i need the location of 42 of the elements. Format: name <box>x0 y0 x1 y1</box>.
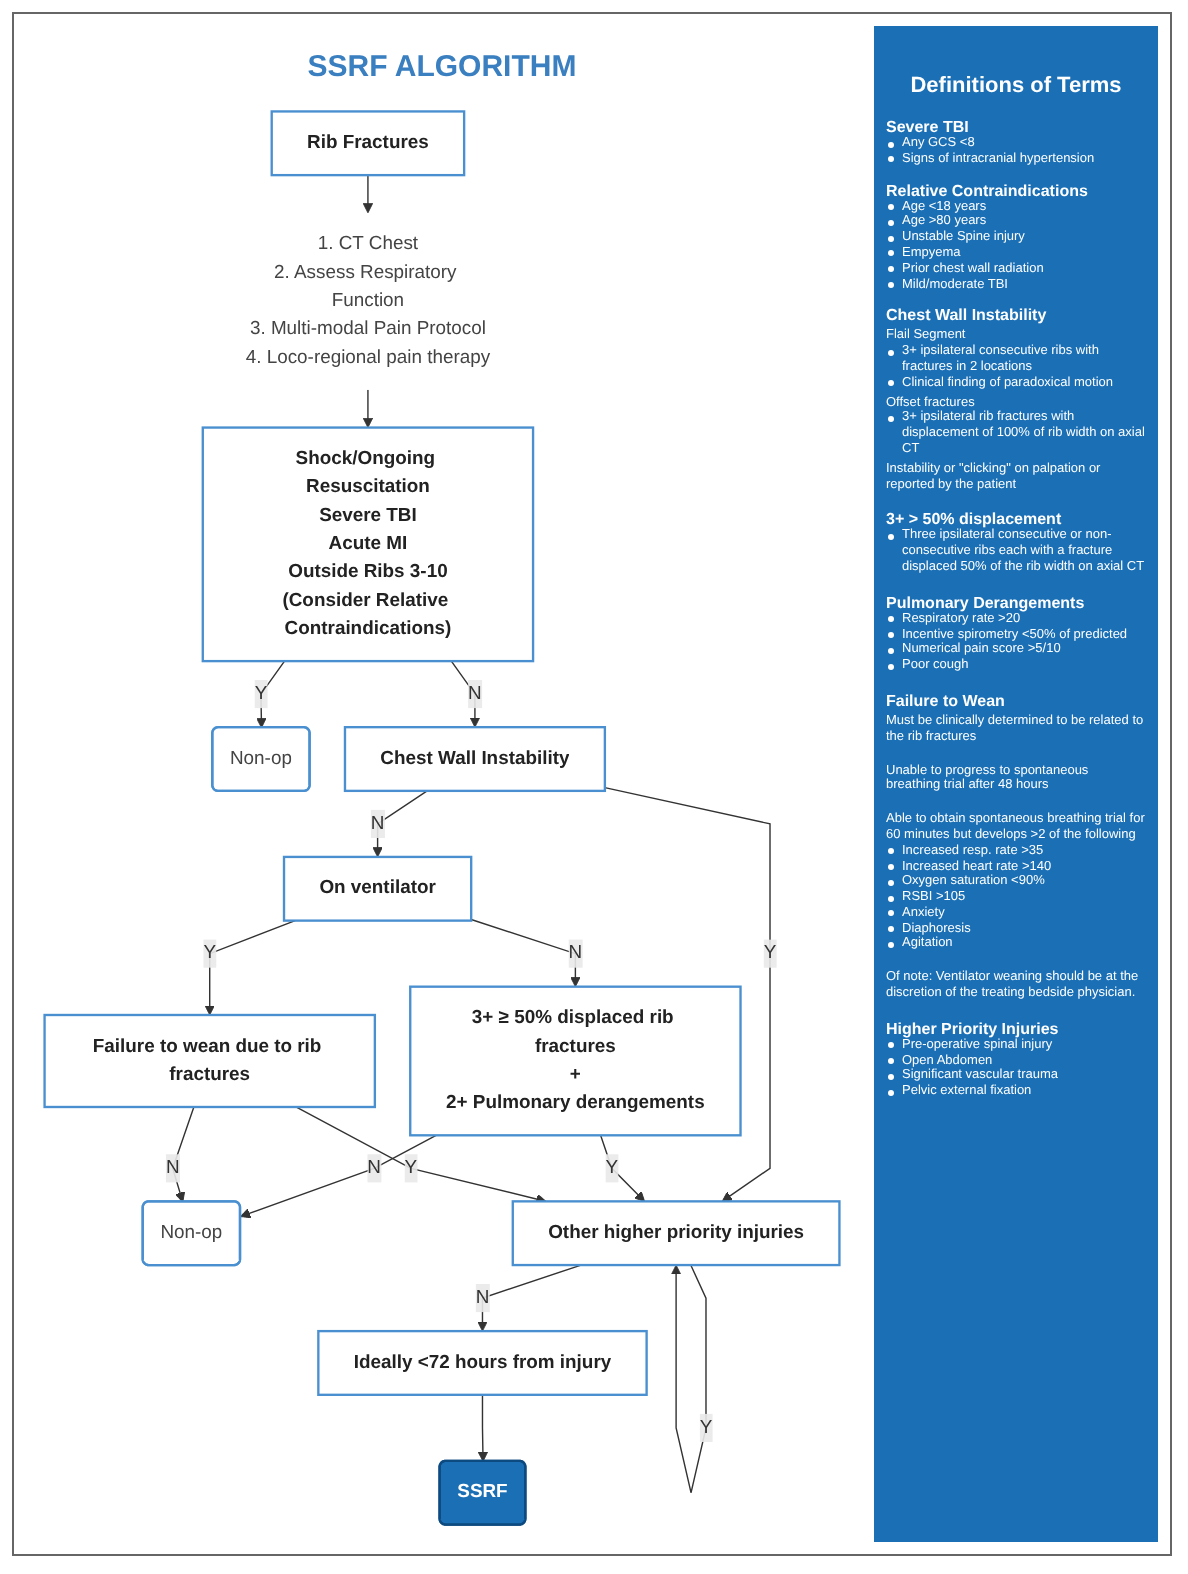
edge-label: Y <box>605 1157 619 1178</box>
arrow <box>599 1134 645 1202</box>
section-heading: Pulmonary Derangements <box>886 593 1087 612</box>
diagram-title: SSRF ALGORITHM <box>305 50 579 84</box>
edge-label: N <box>568 943 583 964</box>
edge-label: Y <box>203 943 217 964</box>
arrow <box>362 174 374 214</box>
edge-label: Y <box>254 683 268 704</box>
edge-label: N <box>468 683 482 704</box>
panel-heading: Definitions of Terms <box>908 74 1124 98</box>
arrow <box>372 790 428 858</box>
arrow <box>240 1134 437 1219</box>
edge-label: Y <box>763 943 777 964</box>
edge-label: N <box>370 813 385 834</box>
node-box: On ventilator <box>282 855 473 922</box>
edge-label: Y <box>699 1417 713 1438</box>
arrow <box>470 918 581 988</box>
arrow <box>670 1264 707 1494</box>
section-heading: Failure to Wean <box>886 691 1007 710</box>
node-box: 3+ ≥ 50% displaced rib fractures + 2+ Pulmonary derangements <box>409 985 742 1137</box>
node-box: Failure to wean due to rib fractures <box>43 1013 377 1109</box>
arrow <box>295 1106 547 1205</box>
node-box: Chest Wall Instability <box>343 726 607 793</box>
arrow <box>362 389 374 429</box>
section-heading: Chest Wall Instability <box>886 306 1049 325</box>
arrow <box>604 786 771 1202</box>
edge-label: N <box>475 1287 490 1308</box>
edge-label: N <box>165 1157 180 1178</box>
node-text: 1. CT Chest 2. Assess Respiratory Function 3. Multi-modal Pain Protocol 4. Loco-regional pain therapy <box>245 234 491 368</box>
section-heading: Higher Priority Injuries <box>886 1019 1061 1038</box>
arrow <box>172 1106 195 1203</box>
node-box: Shock/Ongoing Resuscitation Severe TBI Acute MI Outside Ribs 3-10 (Consider Relative Contraindications) <box>201 426 535 663</box>
edge-label: N <box>367 1157 382 1178</box>
section-heading: 3+ > 50% displacement <box>886 510 1062 529</box>
node-box: Other higher priority injuries <box>511 1200 841 1267</box>
section-heading: Relative Contraindications <box>886 181 1090 200</box>
arrow <box>477 1394 489 1462</box>
node-box: Rib Fractures <box>270 110 466 177</box>
arrow <box>204 919 296 1016</box>
edge-label: Y <box>404 1157 418 1178</box>
section-heading: Severe TBI <box>886 118 971 136</box>
node-box: Ideally <72 hours from injury <box>317 1329 648 1396</box>
